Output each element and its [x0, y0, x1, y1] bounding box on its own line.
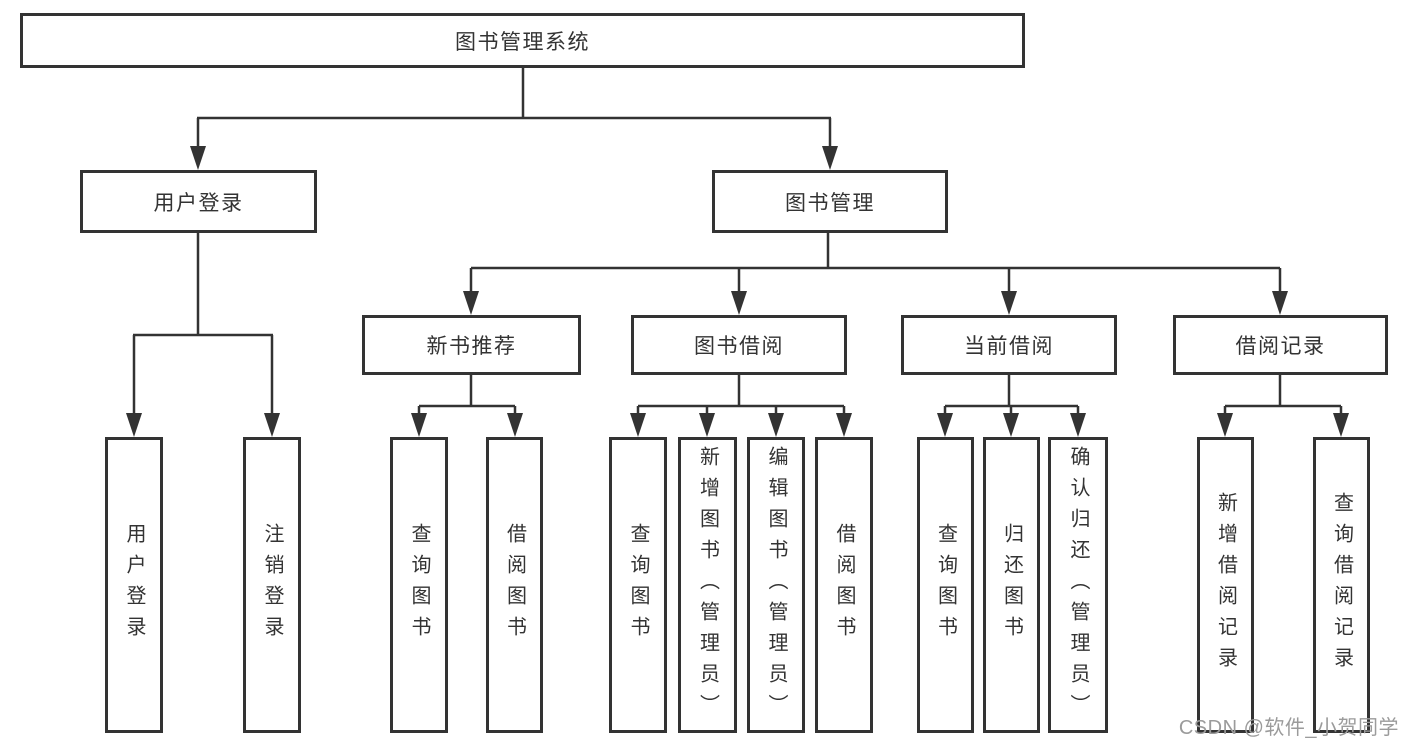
node-leaf-borrow-books-1: 借阅图书 [486, 437, 543, 733]
arrowhead-current-borrow [1001, 291, 1017, 315]
leaf-label: 归还图书 [1000, 523, 1023, 647]
leaf-label: 用户登录 [123, 523, 145, 647]
leaf-label: 借阅图书 [503, 523, 526, 647]
node-leaf-add-books: 新增图书（管理员） [678, 437, 737, 733]
arrowhead-edit-books [768, 413, 784, 437]
arrowhead-new-book-rec [463, 291, 479, 315]
node-current-borrow: 当前借阅 [901, 315, 1117, 375]
arrowhead-query-borrow-record [1333, 413, 1349, 437]
arrowhead-book-mgmt [822, 146, 838, 170]
node-leaf-query-borrow-record: 查询借阅记录 [1313, 437, 1370, 733]
arrowhead-return-books [1003, 413, 1019, 437]
node-leaf-edit-books: 编辑图书（管理员） [747, 437, 805, 733]
leaf-label: 新增借阅记录 [1214, 492, 1237, 678]
arrowhead-leaf-logout [264, 413, 280, 437]
arrowhead-borrow-books-1 [507, 413, 523, 437]
leaf-label: 注销登录 [261, 523, 283, 647]
arrowhead-add-borrow-record [1217, 413, 1233, 437]
node-leaf-add-borrow-record: 新增借阅记录 [1197, 437, 1254, 733]
leaf-label: 查询图书 [627, 523, 649, 647]
node-leaf-query-books-2: 查询图书 [609, 437, 667, 733]
leaf-label: 新增图书（管理员） [696, 445, 719, 725]
arrowhead-query-books-1 [411, 413, 427, 437]
arrowhead-confirm-return [1070, 413, 1086, 437]
arrowhead-query-books-3 [937, 413, 953, 437]
node-root: 图书管理系统 [20, 13, 1025, 68]
arrowhead-borrow-books-2 [836, 413, 852, 437]
arrowhead-borrow-records [1272, 291, 1288, 315]
arrowhead-user-login [190, 146, 206, 170]
node-user-login: 用户登录 [80, 170, 317, 233]
node-leaf-query-books-1: 查询图书 [390, 437, 448, 733]
leaf-label: 确认归还（管理员） [1067, 445, 1089, 725]
node-book-borrow: 图书借阅 [631, 315, 847, 375]
arrowhead-query-books-2 [630, 413, 646, 437]
node-leaf-logout: 注销登录 [243, 437, 301, 733]
node-leaf-confirm-return: 确认归还（管理员） [1048, 437, 1108, 733]
leaf-label: 编辑图书（管理员） [765, 445, 787, 725]
node-leaf-query-books-3: 查询图书 [917, 437, 974, 733]
leaf-label: 查询图书 [408, 523, 430, 647]
node-leaf-borrow-books-2: 借阅图书 [815, 437, 873, 733]
node-new-book-rec: 新书推荐 [362, 315, 581, 375]
arrowhead-leaf-user-login [126, 413, 142, 437]
node-leaf-user-login: 用户登录 [105, 437, 163, 733]
arrowhead-book-borrow [731, 291, 747, 315]
csdn-watermark: CSDN @软件_小贺同学 [1178, 717, 1399, 739]
node-book-mgmt: 图书管理 [712, 170, 948, 233]
node-leaf-return-books: 归还图书 [983, 437, 1040, 733]
node-borrow-records: 借阅记录 [1173, 315, 1388, 375]
arrowhead-add-books [699, 413, 715, 437]
leaf-label: 查询图书 [934, 523, 957, 647]
leaf-label: 查询借阅记录 [1330, 492, 1353, 678]
leaf-label: 借阅图书 [833, 523, 855, 647]
